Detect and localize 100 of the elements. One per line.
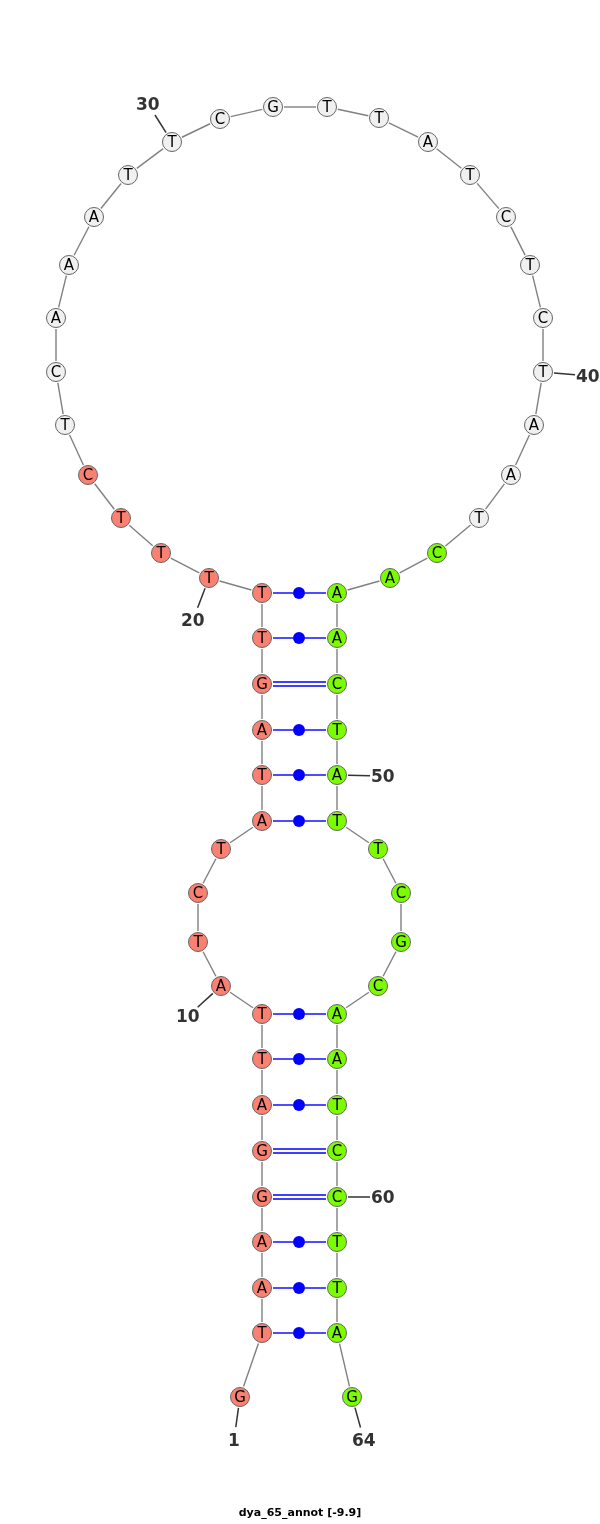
backbone-line [336,603,338,628]
nucleotide-circle: T [252,1049,272,1069]
nucleotide-circle: T [252,583,272,603]
nucleotide-circle: A [327,1004,347,1024]
base-pair-line [272,729,294,731]
nucleotide-circle: T [368,839,388,859]
nucleotide-circle: C [427,543,447,563]
backbone-line [338,1343,351,1387]
backbone-line [388,122,419,138]
base-pair-line [272,774,294,776]
backbone-line [283,106,317,108]
backbone-line [382,951,397,977]
pair-dot [293,1236,305,1248]
nucleotide-circle: A [252,1278,272,1298]
leader-line [347,774,371,777]
backbone-line [514,434,531,466]
backbone-line [261,785,263,811]
nucleotide-circle: T [188,932,208,952]
nucleotide-circle: C [78,465,98,485]
nucleotide-circle: T [369,108,389,128]
nucleotide-circle: T [327,1232,347,1252]
backbone-line [170,557,200,574]
backbone-line [229,991,254,1009]
nucleotide-circle: A [380,568,400,588]
leader-line [235,1407,240,1428]
backbone-line [202,858,217,884]
nucleotide-circle: C [368,976,388,996]
base-pair-line [272,1287,294,1289]
position-number: 64 [352,1430,376,1450]
backbone-line [484,483,506,510]
backbone-line [336,740,338,765]
base-pair-line [304,1241,327,1243]
backbone-line [55,328,57,362]
base-pair-line [272,637,294,639]
nucleotide-circle: T [162,132,182,152]
nucleotide-circle: T [55,415,75,435]
nucleotide-circle: G [230,1387,250,1407]
backbone-line [444,524,472,547]
nucleotide-circle: T [520,255,540,275]
nucleotide-circle: T [252,1323,272,1343]
base-pair-line [304,1287,327,1289]
position-number: 1 [228,1430,240,1450]
nucleotide-circle: G [263,97,283,117]
nucleotide-circle: A [327,1049,347,1069]
backbone-line [261,1161,263,1187]
nucleotide-circle: T [317,97,337,117]
nucleotide-circle: G [252,1141,272,1161]
backbone-line [197,903,199,932]
nucleotide-circle: A [84,207,104,227]
backbone-line [336,785,338,811]
position-number: 20 [181,610,205,630]
backbone-line [336,1161,338,1187]
backbone-line [336,648,338,674]
backbone-line [242,1342,260,1388]
base-pair-line [272,1058,294,1060]
nucleotide-circle: A [327,1323,347,1343]
leader-line [154,114,167,134]
backbone-line [57,382,64,415]
backbone-line [230,108,263,118]
nucleotide-circle: C [210,109,230,129]
backbone-line [261,1207,263,1232]
leader-line [354,1406,362,1429]
backbone-line [229,826,254,844]
nucleotide-circle: A [501,465,521,485]
nucleotide-circle: T [533,362,553,382]
base-pair-line [272,1104,294,1106]
base-pair-line [304,774,327,776]
backbone-line [261,1024,263,1049]
nucleotide-circle: A [327,628,347,648]
nucleotide-circle: T [211,839,231,859]
backbone-line [345,826,370,844]
backbone-line [202,951,217,977]
base-pair-line [272,681,327,687]
backbone-line [73,226,90,256]
nucleotide-circle: T [252,628,272,648]
base-pair-line [304,637,327,639]
nucleotide-circle: T [111,508,131,528]
backbone-line [336,1069,338,1095]
backbone-line [346,580,381,591]
backbone-line [510,226,526,256]
base-pair-line [272,1194,327,1200]
nucleotide-circle: A [418,132,438,152]
leader-line [553,372,576,376]
backbone-line [261,603,263,628]
nucleotide-circle: T [469,508,489,528]
nucleotide-circle: T [151,543,171,563]
nucleotide-circle: T [327,1278,347,1298]
leader-line [196,992,214,1008]
backbone-line [261,694,263,720]
base-pair-line [304,1013,327,1015]
caption: dya_65_annot [-9.9] [238,1506,362,1519]
pair-dot [293,632,305,644]
nucleotide-circle: C [533,308,553,328]
nucleotide-circle: A [252,1232,272,1252]
nucleotide-circle: A [327,583,347,603]
base-pair-line [272,1148,327,1154]
backbone-line [136,147,164,170]
base-pair-line [272,1241,294,1243]
nucleotide-circle: C [391,883,411,903]
base-pair-line [304,820,327,822]
